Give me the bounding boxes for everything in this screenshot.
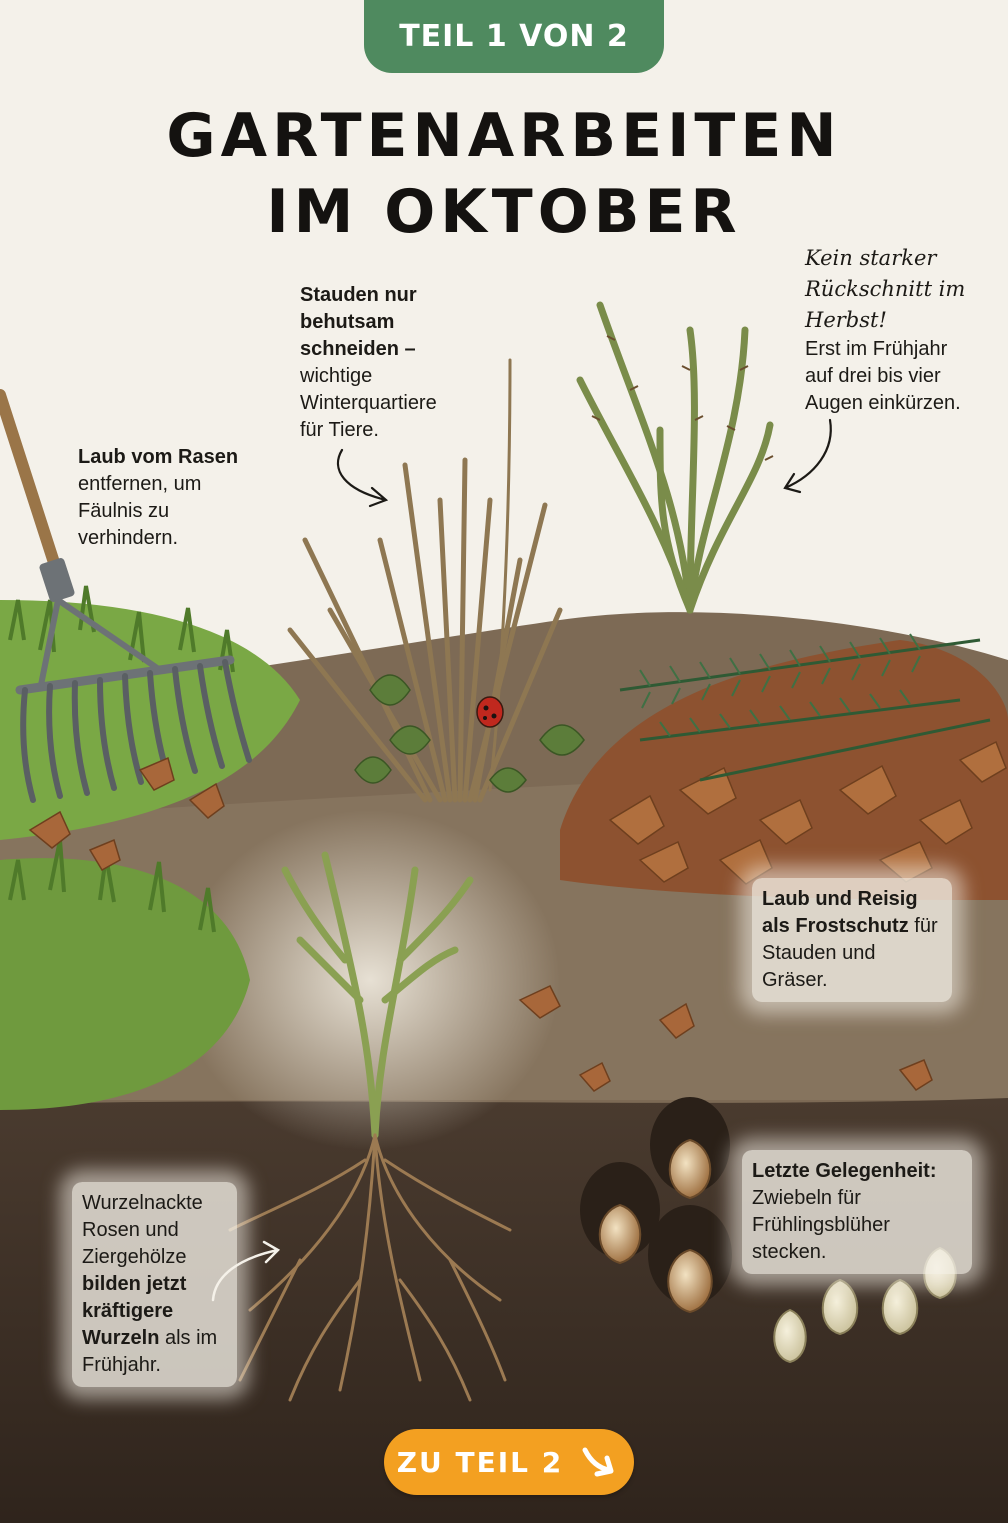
small-bulb [773,1308,807,1364]
next-part-label: ZU TEIL 2 [396,1445,564,1479]
perennial-leaves [354,674,585,793]
tulip-bulb [648,1205,732,1314]
rake-illustration [0,389,252,803]
note-frost-text: für Stauden und Gräser. [762,915,938,991]
note-rose-pruning-handwritten: Kein starker Rückschnitt im Herbst! [805,246,966,332]
tulip-bulb [580,1162,660,1265]
ladybug-icon [476,696,504,728]
rose-thorns [591,335,774,461]
small-bulb [821,1278,859,1336]
flower-bulbs [580,1097,957,1364]
note-lawn-leaves: Laub vom Rasen entfernen, um Fäulnis zu … [78,444,258,552]
note-bulbs-bold: Letzte Gelegenheit: [752,1160,937,1182]
note-bare-root-text-2: als im Frühjahr. [82,1327,218,1376]
note-bulbs-text: Zwiebeln für Frühlingsblüher stecken. [752,1187,890,1263]
note-bare-root-bold: bilden jetzt kräftigere Wurzeln [82,1273,187,1349]
part-indicator-badge: TEIL 1 VON 2 [364,0,664,73]
page-title-line-2: IM OKTOBER [266,177,742,247]
note-perennials-text: wichtige Winterquartiere für Tiere. [300,365,437,441]
leaf-mulch-mound [560,640,1008,900]
perennial-clump-cut [287,358,563,803]
note-frost-bold: Laub und Reisig als Frostschutz [762,888,918,937]
rose-bush-unpruned [576,301,774,614]
page-title-line-1: GARTENARBEITEN [166,101,842,171]
note-bare-root: Wurzelnackte Rosen und Ziergehölze bilde… [72,1182,237,1387]
arrow-to-perennials-icon [336,448,389,508]
arrow-to-rose-icon [783,418,832,494]
arrow-down-right-icon [582,1447,614,1477]
small-bulb [881,1278,919,1336]
note-rose-pruning: Kein starker Rückschnitt im Herbst! Erst… [805,243,975,417]
fir-branch-cover [619,633,991,782]
note-lawn-text: entfernen, um Fäulnis zu verhindern. [78,473,202,549]
note-rose-pruning-text: Erst im Frühjahr auf drei bis vier Augen… [805,338,961,414]
note-perennials: Stauden nur behutsam schneiden – wichtig… [300,282,450,444]
bare-root-rose [228,851,512,1402]
next-part-button[interactable]: ZU TEIL 2 [384,1429,634,1495]
fallen-leaves [28,756,933,1092]
tulip-bulb [650,1097,730,1200]
note-frost-protection: Laub und Reisig als Frostschutz für Stau… [752,878,952,1002]
note-bare-root-text-1: Wurzelnackte Rosen und Ziergehölze [82,1192,203,1268]
note-perennials-bold: Stauden nur behutsam schneiden – [300,284,417,360]
note-bulbs: Letzte Gelegenheit: Zwiebeln für Frühlin… [742,1150,972,1274]
note-lawn-bold: Laub vom Rasen [78,446,239,468]
